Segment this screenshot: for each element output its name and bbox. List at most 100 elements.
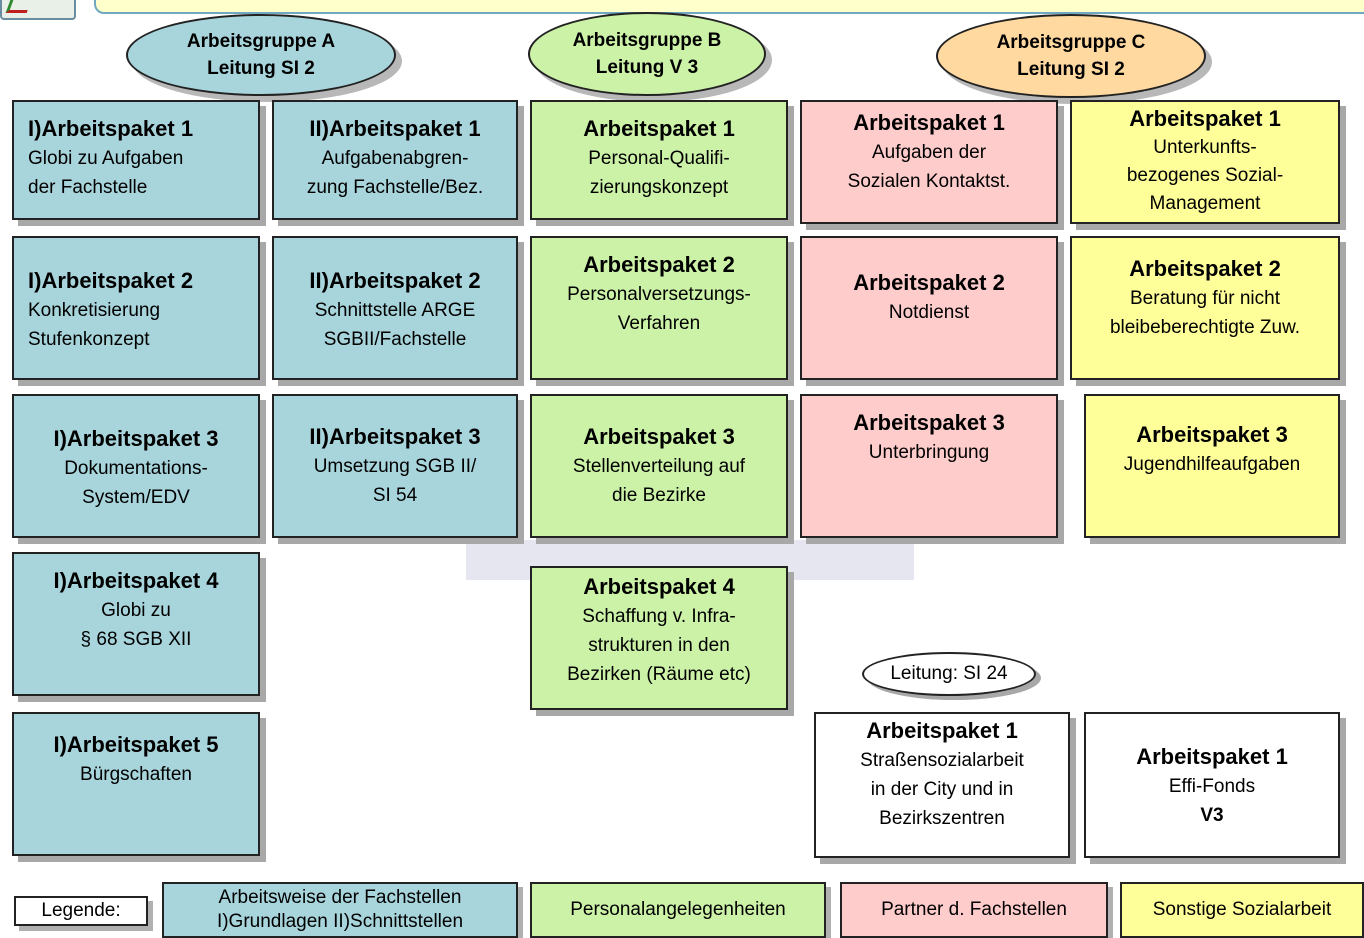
package-line: Schnittstelle ARGE <box>314 300 476 321</box>
package-title: I)Arbeitspaket 3 <box>53 426 219 451</box>
package-line: in der City und in <box>870 779 1014 800</box>
package-line: Globi zu <box>101 600 171 621</box>
group-c-ellipse: Arbeitsgruppe C Leitung SI 2 <box>936 14 1206 98</box>
work-package-box: Arbeitspaket 2 Notdienst <box>800 236 1058 380</box>
package-line: Schaffung v. Infra- <box>582 606 736 627</box>
legend-item-green: Personalangelegenheiten <box>530 882 826 938</box>
package-line: Bezirkszentren <box>879 808 1005 829</box>
package-title: Arbeitspaket 1 <box>866 718 1018 743</box>
package-line: Stufenkonzept <box>28 329 150 350</box>
legend-item-blue: Arbeitsweise der Fachstellen I)Grundlage… <box>162 882 518 938</box>
top-banner <box>94 0 1364 14</box>
work-package-box: I)Arbeitspaket 4 Globi zu § 68 SGB XII <box>12 552 260 696</box>
leitung-si24-label: Leitung: SI 24 <box>862 652 1036 696</box>
package-line: Stellenverteilung auf <box>572 456 746 477</box>
package-line: System/EDV <box>82 487 190 508</box>
package-line: SGBII/Fachstelle <box>323 329 467 350</box>
group-a-lead: Leitung SI 2 <box>207 58 315 79</box>
group-b-name: Arbeitsgruppe B <box>572 30 722 51</box>
package-title: Arbeitspaket 2 <box>853 270 1005 295</box>
package-title: Arbeitspaket 3 <box>853 410 1005 435</box>
legend-item-line: Personalangelegenheiten <box>570 899 786 920</box>
work-package-box: I)Arbeitspaket 2 Konkretisierung Stufenk… <box>12 236 260 380</box>
work-package-box: II)Arbeitspaket 3 Umsetzung SGB II/ SI 5… <box>272 394 518 538</box>
package-title: I)Arbeitspaket 1 <box>28 116 194 141</box>
package-line: Management <box>1149 193 1261 214</box>
work-package-box: Arbeitspaket 3 Jugendhilfeaufgaben <box>1084 394 1340 538</box>
package-title: Arbeitspaket 3 <box>583 424 735 449</box>
package-line: Sozialen Kontaktst. <box>847 171 1011 192</box>
package-line: Beratung für nicht <box>1130 288 1280 309</box>
package-line: Notdienst <box>888 302 970 323</box>
package-title: II)Arbeitspaket 3 <box>309 424 481 449</box>
group-b-lead: Leitung V 3 <box>595 57 699 78</box>
package-title: Arbeitspaket 1 <box>1136 744 1288 769</box>
package-line: bleibeberechtigte Zuw. <box>1109 317 1301 338</box>
work-package-box: Arbeitspaket 4 Schaffung v. Infra- struk… <box>530 566 788 710</box>
package-title: Arbeitspaket 1 <box>583 116 735 141</box>
work-package-box: I)Arbeitspaket 5 Bürgschaften <box>12 712 260 856</box>
package-line: § 68 SGB XII <box>80 629 192 650</box>
package-line: der Fachstelle <box>28 177 148 198</box>
package-title: Arbeitspaket 1 <box>1129 106 1281 131</box>
package-line: Jugendhilfeaufgaben <box>1123 454 1301 475</box>
package-title: Arbeitspaket 3 <box>1136 422 1288 447</box>
legend-label: Legende: <box>14 896 148 926</box>
package-line: Aufgaben der <box>871 142 987 163</box>
work-package-box: I)Arbeitspaket 1 Globi zu Aufgaben der F… <box>12 100 260 220</box>
work-package-box: Arbeitspaket 2 Personalversetzungs- Verf… <box>530 236 788 380</box>
legend-item-line: I)Grundlagen II)Schnittstellen <box>216 911 464 932</box>
package-title: I)Arbeitspaket 5 <box>53 732 219 757</box>
package-title: Arbeitspaket 2 <box>1129 256 1281 281</box>
package-line: zierungskonzept <box>589 177 729 198</box>
package-title: Arbeitspaket 4 <box>583 574 735 599</box>
legend-item-line: Arbeitsweise der Fachstellen <box>218 887 462 908</box>
legend-item-yellow: Sonstige Sozialarbeit <box>1120 882 1364 938</box>
group-c-name: Arbeitsgruppe C <box>996 32 1146 53</box>
work-package-box: Arbeitspaket 2 Beratung für nicht bleibe… <box>1070 236 1340 380</box>
legend-item-line: Sonstige Sozialarbeit <box>1152 899 1332 920</box>
group-b-ellipse: Arbeitsgruppe B Leitung V 3 <box>528 12 766 96</box>
group-a-ellipse: Arbeitsgruppe A Leitung SI 2 <box>126 14 396 96</box>
package-line: Bezirken (Räume etc) <box>567 664 751 685</box>
work-package-box: II)Arbeitspaket 2 Schnittstelle ARGE SGB… <box>272 236 518 380</box>
package-title: II)Arbeitspaket 2 <box>309 268 481 293</box>
legend-label-text: Legende: <box>41 900 121 921</box>
package-line: Personal-Qualifi- <box>588 148 730 169</box>
package-line: Konkretisierung <box>28 300 161 321</box>
work-package-box: Arbeitspaket 3 Unterbringung <box>800 394 1058 538</box>
package-line: Umsetzung SGB II/ <box>313 456 477 477</box>
work-package-box: II)Arbeitspaket 1 Aufgabenabgren- zung F… <box>272 100 518 220</box>
legend-item-pink: Partner d. Fachstellen <box>840 882 1108 938</box>
package-line: Unterkunfts- <box>1153 137 1257 158</box>
group-c-lead: Leitung SI 2 <box>1017 59 1125 80</box>
work-package-box: Arbeitspaket 1 Unterkunfts- bezogenes So… <box>1070 100 1340 224</box>
corner-logo <box>0 0 76 20</box>
package-line: Bürgschaften <box>80 764 192 785</box>
work-package-box: Arbeitspaket 1 Straßensozialarbeit in de… <box>814 712 1070 858</box>
work-package-box: Arbeitspaket 1 Aufgaben der Sozialen Kon… <box>800 100 1058 224</box>
package-title: II)Arbeitspaket 1 <box>309 116 481 141</box>
package-line: bezogenes Sozial- <box>1126 165 1284 186</box>
package-line: SI 54 <box>372 485 418 506</box>
group-a-name: Arbeitsgruppe A <box>186 31 336 52</box>
package-line: Aufgabenabgren- <box>321 148 469 169</box>
package-line-bold: V3 <box>1200 805 1224 826</box>
legend-item-line: Partner d. Fachstellen <box>881 899 1067 920</box>
package-line: Dokumentations- <box>64 458 208 479</box>
package-line: strukturen in den <box>588 635 730 656</box>
package-line: Straßensozialarbeit <box>860 750 1024 771</box>
package-line: Globi zu Aufgaben <box>28 148 184 169</box>
package-title: Arbeitspaket 1 <box>853 110 1005 135</box>
work-package-box: Arbeitspaket 3 Stellenverteilung auf die… <box>530 394 788 538</box>
package-line: Effi-Fonds <box>1168 776 1256 797</box>
work-package-box: Arbeitspaket 1 Effi-Fonds V3 <box>1084 712 1340 858</box>
package-title: Arbeitspaket 2 <box>583 252 735 277</box>
package-line: zung Fachstelle/Bez. <box>306 177 484 198</box>
work-package-box: I)Arbeitspaket 3 Dokumentations- System/… <box>12 394 260 538</box>
work-package-box: Arbeitspaket 1 Personal-Qualifi- zierung… <box>530 100 788 220</box>
package-line: Unterbringung <box>868 442 990 463</box>
package-line: die Bezirke <box>612 485 706 506</box>
package-line: Personalversetzungs- <box>567 284 751 305</box>
package-title: I)Arbeitspaket 4 <box>53 568 219 593</box>
